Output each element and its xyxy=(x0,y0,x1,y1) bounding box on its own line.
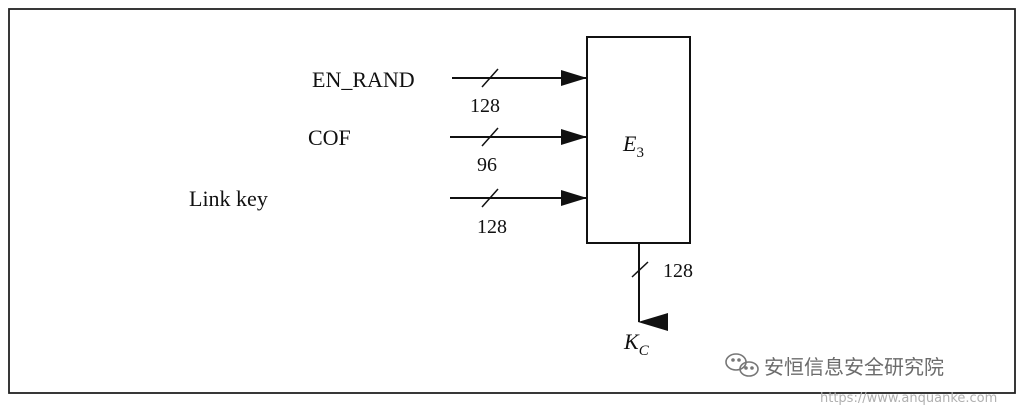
bus-slash-en-rand xyxy=(481,68,499,88)
diagram-frame xyxy=(8,8,1016,394)
watermark-text: 安恒信息安全研究院 xyxy=(764,355,944,379)
output-label-kc: KC xyxy=(623,329,650,359)
watermark-url: https://www.anquanke.com xyxy=(820,391,997,406)
input-label-cof: COF xyxy=(308,125,351,150)
input-label-link-key: Link key xyxy=(189,186,268,211)
e3-block xyxy=(586,36,691,244)
bus-width-en-rand: 128 xyxy=(470,95,500,117)
wechat-icon xyxy=(725,353,759,377)
e3-block-label: E3 xyxy=(622,131,644,161)
bus-slash-cof xyxy=(481,127,499,147)
bus-width-cof: 96 xyxy=(477,154,497,176)
bus-slash-link-key xyxy=(481,188,499,208)
input-label-en-rand: EN_RAND xyxy=(312,67,415,92)
bus-width-output: 128 xyxy=(663,260,693,282)
bus-slash-output xyxy=(631,261,649,278)
bus-width-link-key: 128 xyxy=(477,216,507,238)
